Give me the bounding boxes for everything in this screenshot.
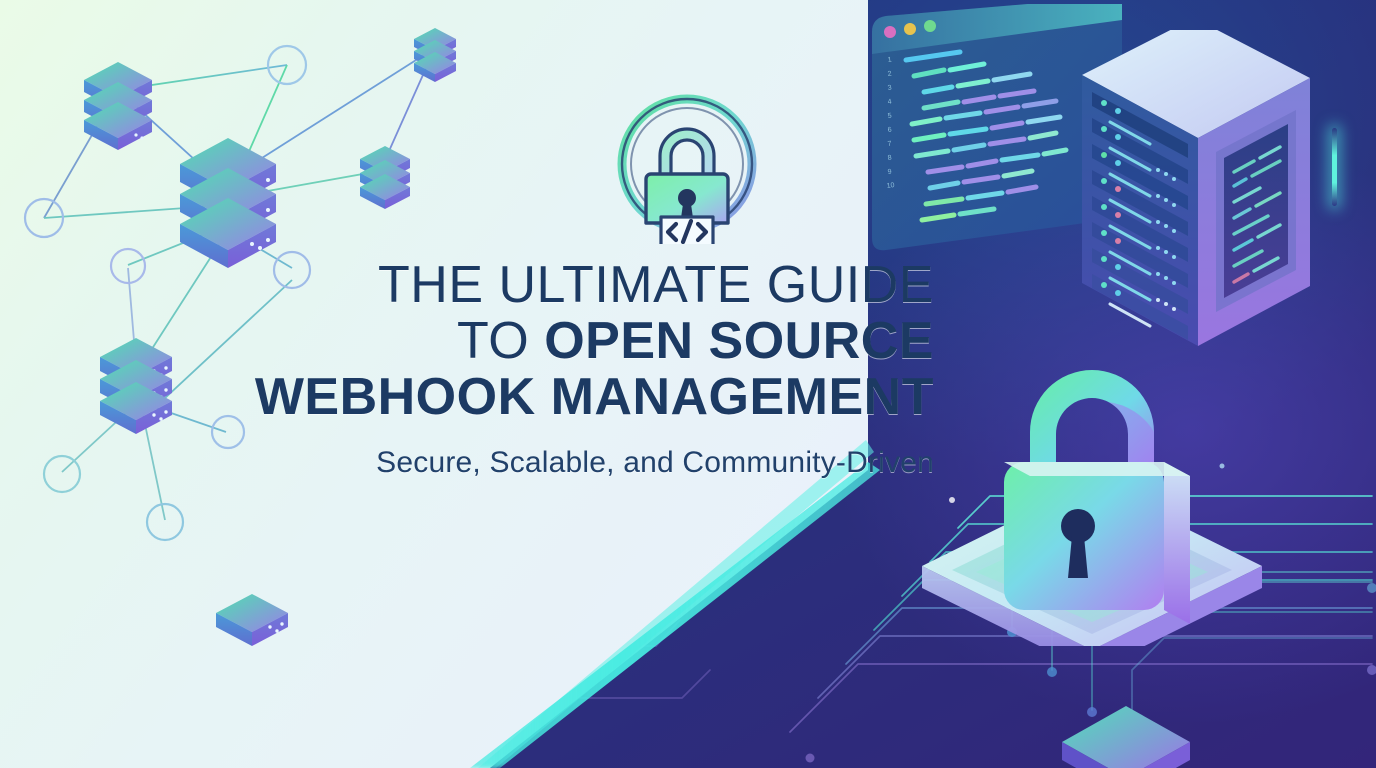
server-rack-graphic xyxy=(1082,30,1310,346)
title-line-2: TO OPEN SOURCE xyxy=(0,314,934,368)
svg-text:10: 10 xyxy=(886,182,895,190)
svg-text:4: 4 xyxy=(887,98,892,105)
svg-text:7: 7 xyxy=(887,140,892,147)
svg-text:2: 2 xyxy=(887,70,892,77)
title-line-1: THE ULTIMATE GUIDE xyxy=(378,256,934,314)
code-editor-window: 1 2 3 4 5 6 7 8 9 10 xyxy=(872,4,1122,251)
code-bars xyxy=(903,49,1069,223)
floating-chip-graphic xyxy=(1062,706,1190,768)
server-stack-right xyxy=(360,146,410,209)
svg-text:6: 6 xyxy=(887,126,892,133)
close-dot xyxy=(884,26,896,38)
code-glyph xyxy=(665,218,709,244)
network-nodes xyxy=(23,44,312,542)
maximize-dot xyxy=(924,20,936,32)
server-stack-center xyxy=(180,138,276,268)
server-stack-top-right xyxy=(414,28,456,82)
title-line-2-bold: OPEN SOURCE xyxy=(544,312,934,371)
server-stack-lower-left xyxy=(100,338,172,434)
svg-text:8: 8 xyxy=(887,154,892,161)
svg-text:1: 1 xyxy=(887,56,892,63)
svg-text:3: 3 xyxy=(887,84,892,91)
padlock-code-badge-icon xyxy=(617,94,757,244)
svg-text:5: 5 xyxy=(887,112,892,119)
subtitle: Secure, Scalable, and Community-Driven xyxy=(376,446,934,480)
server-node-isolated xyxy=(216,594,288,646)
neon-accent-bar xyxy=(1332,128,1337,206)
server-network-graph xyxy=(23,28,456,646)
minimize-dot xyxy=(904,23,916,35)
title-block: THE ULTIMATE GUIDE TO OPEN SOURCE WEBHOO… xyxy=(0,258,944,480)
rack-units xyxy=(1092,92,1188,340)
title-line-2-light: TO xyxy=(456,312,545,371)
line-number-gutter: 1 2 3 4 5 6 7 8 9 10 xyxy=(886,56,895,189)
window-control-dots xyxy=(884,20,936,38)
rack-right-code-lines xyxy=(1232,145,1282,284)
svg-text:9: 9 xyxy=(887,168,892,175)
title-line-3: WEBHOOK MANAGEMENT xyxy=(254,368,934,427)
server-stack-top-left xyxy=(84,62,152,150)
padlock-graphic xyxy=(922,370,1262,646)
